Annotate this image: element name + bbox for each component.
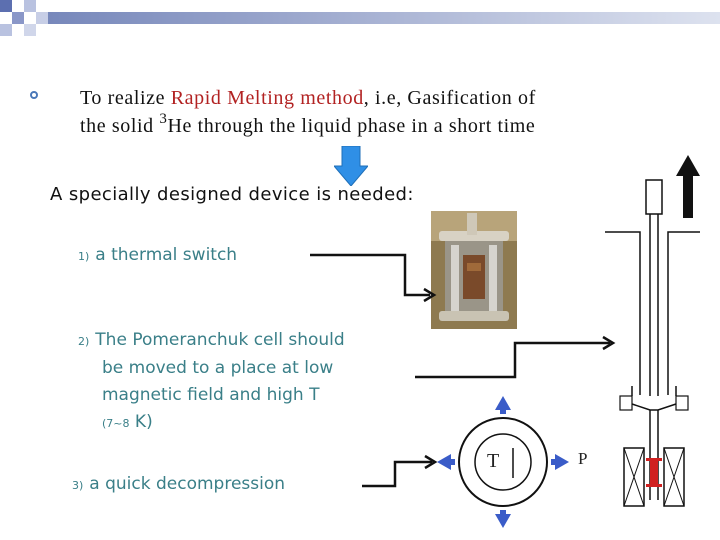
thermal-switch-photo (431, 211, 517, 329)
pressure-dial-inner (474, 433, 532, 491)
item-text: a quick decompression (89, 474, 286, 494)
dial-label: T (487, 450, 500, 472)
arrow-right-icon (551, 454, 569, 470)
intro-line2-prefix: the solid (80, 115, 160, 137)
item-text-line4-suffix: K) (129, 412, 153, 432)
intro-highlight: Rapid Melting method (170, 87, 364, 109)
pomeranchuk-cell (650, 458, 658, 486)
item-text-line3: magnetic field and high T (102, 385, 320, 405)
item-number: 3) (72, 479, 84, 492)
list-item-pomeranchuk: 2) The Pomeranchuk cell should be moved t… (78, 327, 438, 437)
list-item-decompression: 3) a quick decompression (72, 471, 285, 499)
intro-line-1: To realize Rapid Melting method, i.e, Ga… (80, 84, 680, 112)
intro-superscript: 3 (159, 111, 168, 127)
item-text-line2: be moved to a place at low (102, 358, 334, 378)
arrow-down-icon (334, 146, 368, 186)
intro-line2-suffix: He through the liquid phase in a short t… (167, 115, 536, 137)
list-item-thermal-switch: 1) a thermal switch (78, 242, 237, 270)
item-text-line1: The Pomeranchuk cell should (95, 330, 345, 350)
arrow-left-icon (437, 454, 455, 470)
connector-decompression (362, 460, 432, 488)
header-decoration (0, 0, 720, 36)
top-block (645, 179, 663, 215)
intro-line1-suffix: , i.e, Gasification of (363, 87, 536, 109)
item-number: 1) (78, 250, 90, 263)
intro-line-2: the solid 3He through the liquid phase i… (80, 112, 680, 140)
pressure-dial (458, 417, 548, 507)
section-heading: A specially designed device is needed: (50, 184, 414, 205)
arrow-down-icon (495, 510, 511, 528)
arrow-up-icon (495, 396, 511, 414)
connector-pomeranchuk (415, 341, 610, 379)
item-text-line4: (7~8 K) (78, 409, 438, 437)
bullet-icon (30, 91, 38, 99)
item-text: a thermal switch (95, 245, 238, 265)
intro-line1-prefix: To realize (80, 87, 171, 109)
item-text-line4-prefix: (7~8 (102, 417, 130, 430)
pressure-label: P (578, 449, 588, 468)
magnet-coil-left (623, 447, 645, 507)
connector-thermal-switch (310, 253, 430, 297)
intro-text: To realize Rapid Melting method, i.e, Ga… (80, 84, 680, 140)
arrow-up-icon (676, 155, 700, 218)
magnet-coil-right (663, 447, 685, 507)
item-number: 2) (78, 335, 90, 348)
